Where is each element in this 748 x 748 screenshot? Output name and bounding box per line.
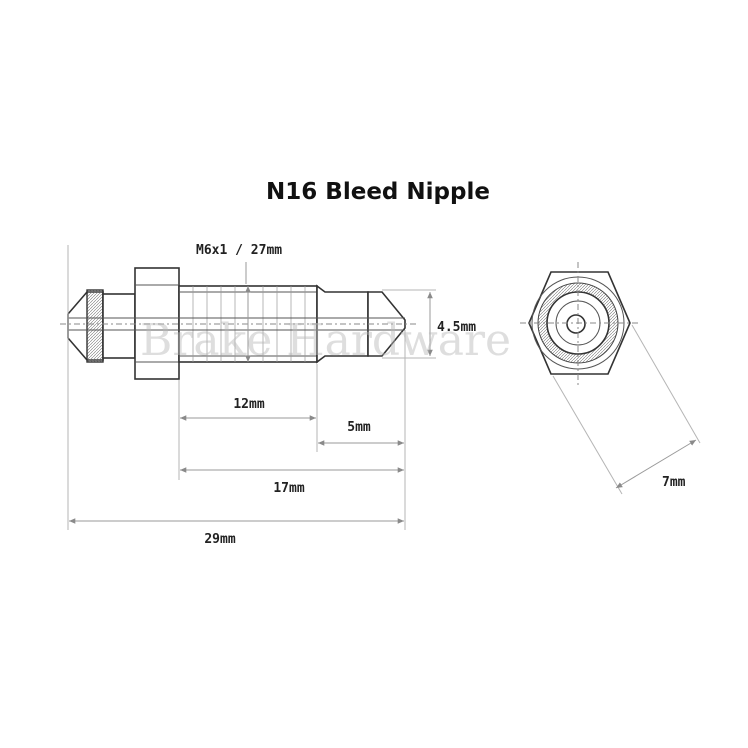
tip-diameter-label: 4.5mm	[437, 320, 476, 335]
hex-size-label: 7mm	[662, 475, 686, 490]
tip-length-label: 5mm	[347, 420, 371, 435]
thread-length-label: 12mm	[233, 397, 264, 412]
nipple-neck	[102, 293, 136, 359]
watermark: Brake Hardware	[140, 315, 511, 366]
side-view	[60, 267, 418, 380]
thread-to-tip-label: 17mm	[273, 481, 304, 496]
overall-length-label: 29mm	[204, 532, 235, 547]
nipple-ring	[86, 289, 104, 363]
end-view	[520, 262, 701, 495]
thread-pitch-lines	[192, 286, 306, 362]
thread-spec-label: M6x1 / 27mm	[196, 243, 282, 258]
page-title: N16 Bleed Nipple	[266, 179, 490, 205]
